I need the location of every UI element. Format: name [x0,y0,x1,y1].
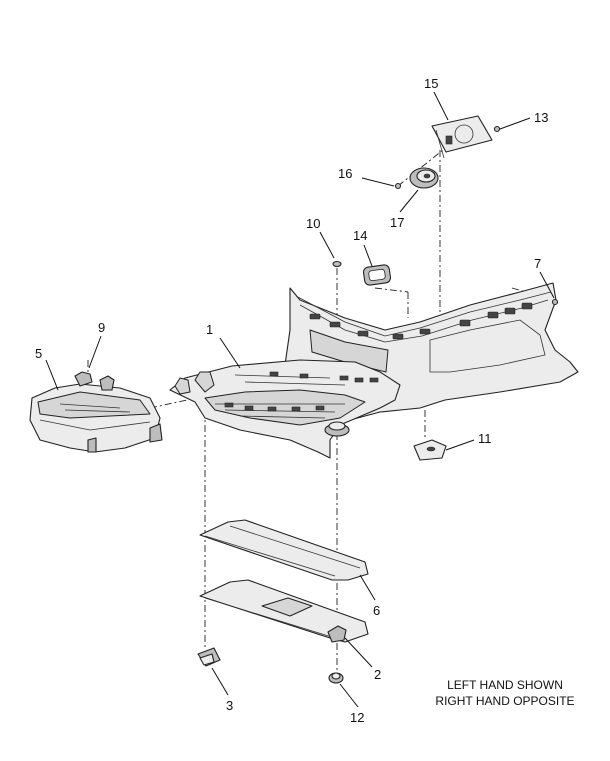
callout-10: 10 [306,216,320,231]
callout-13: 13 [534,110,548,125]
callout-16: 16 [338,166,352,181]
callout-7: 7 [534,256,541,271]
callout-17: 17 [390,215,404,230]
part-3-clip [197,647,221,667]
callout-14: 14 [353,228,367,243]
callout-2: 2 [374,667,381,682]
part-11-hook [413,439,447,461]
callout-6: 6 [373,603,380,618]
part-16-screw [394,182,402,190]
note-line-2: RIGHT HAND OPPOSITE [435,694,575,708]
part-1-trim-panel [169,282,579,459]
callout-3: 3 [226,698,233,713]
note-line-1: LEFT HAND SHOWN [447,678,563,692]
part-13-screw [493,125,501,133]
callout-9: 9 [98,320,105,335]
callout-12: 12 [350,710,364,725]
callout-15: 15 [424,76,438,91]
orientation-note: LEFT HAND SHOWN RIGHT HAND OPPOSITE [410,677,600,709]
part-15-bracket [431,115,493,159]
part-6-cover [199,519,369,581]
part-7-screw [551,298,559,306]
part-5-storage-bin [29,371,163,453]
callout-11: 11 [478,431,492,446]
callout-labels: 1 2 3 5 6 7 9 10 11 12 13 14 15 16 17 [35,76,548,725]
part-2-lower-panel [199,579,369,643]
part-12-latch [328,672,344,684]
part-17-speaker [409,167,439,189]
small-fasteners [332,125,559,306]
part-10-clip [332,260,342,268]
part-14-grommet [362,264,392,286]
callout-1: 1 [206,322,213,337]
leader-lines [45,91,555,708]
callout-5: 5 [35,346,42,361]
